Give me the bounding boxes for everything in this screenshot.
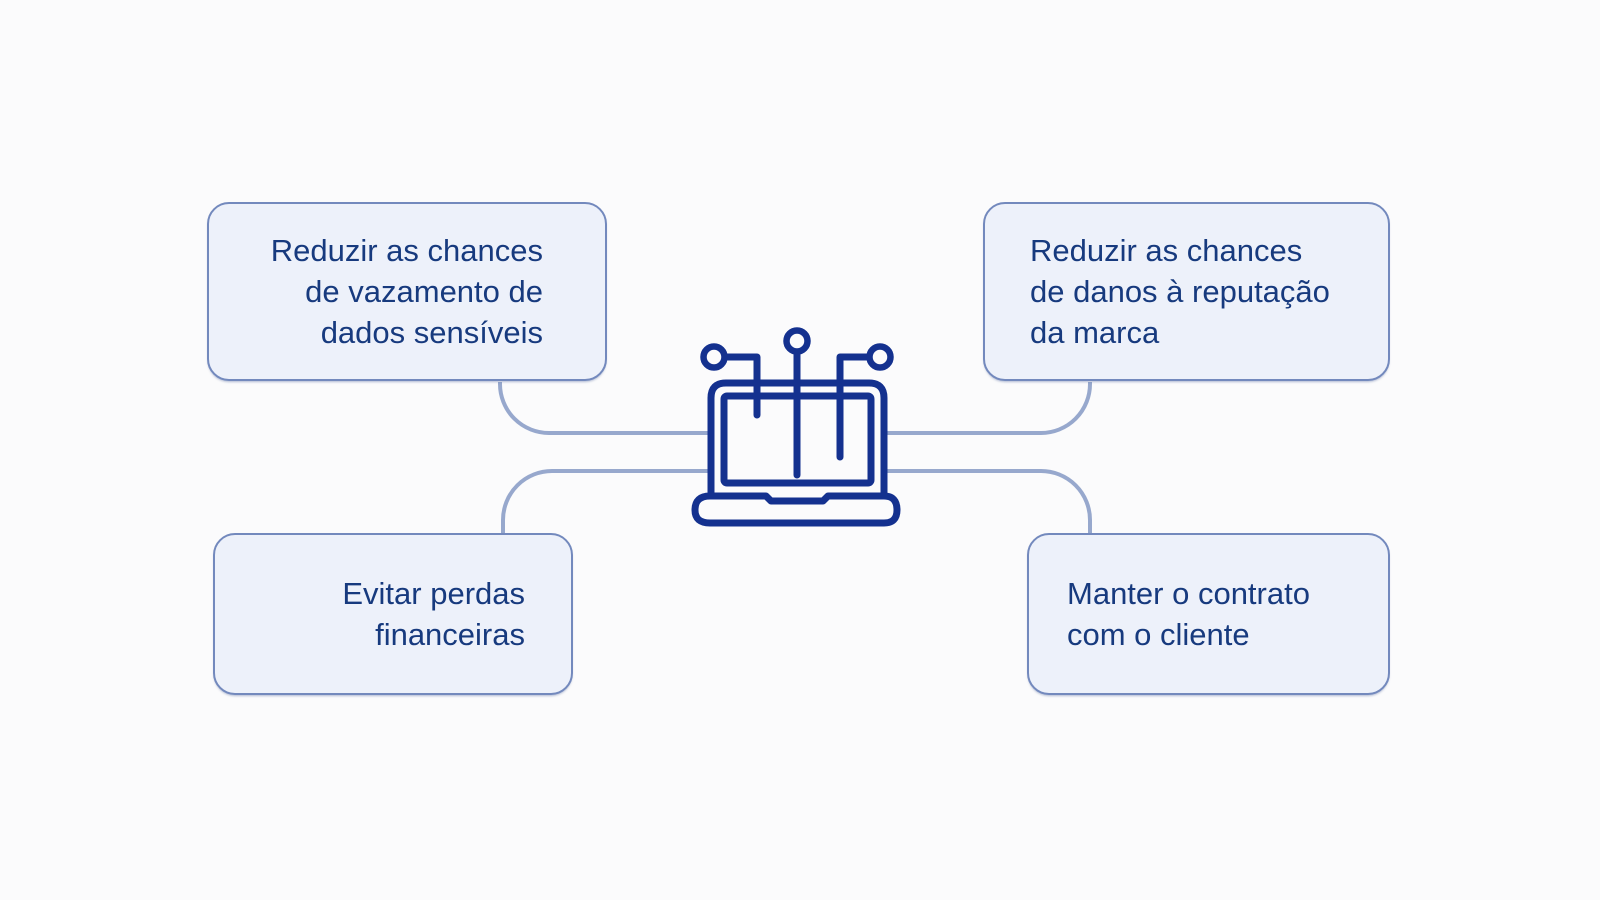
benefit-text-line: dados sensíveis xyxy=(320,315,543,350)
circuit-trace-left xyxy=(721,353,761,419)
circuit-node-left xyxy=(700,343,728,371)
benefit-text-line: Evitar perdas xyxy=(342,576,525,611)
benefit-text-line: de vazamento de xyxy=(305,274,543,309)
circuit-node-right xyxy=(866,343,894,371)
benefit-box-bottom-right: Manter o contrato com o cliente xyxy=(1027,533,1390,695)
benefit-box-top-right: Reduzir as chances de danos à reputação … xyxy=(983,202,1390,381)
circuit-node-center xyxy=(783,327,811,355)
benefit-text-line: da marca xyxy=(1030,315,1160,350)
benefit-box-top-left: Reduzir as chances de vazamento de dados… xyxy=(207,202,607,381)
benefit-text-line: financeiras xyxy=(375,617,525,652)
benefit-text-line: Reduzir as chances xyxy=(270,233,543,268)
laptop-circuit-icon xyxy=(691,327,901,527)
benefit-text-line: de danos à reputação xyxy=(1030,274,1330,309)
laptop-base xyxy=(691,492,901,527)
benefit-text-line: com o cliente xyxy=(1067,617,1250,652)
benefit-text-line: Reduzir as chances xyxy=(1030,233,1303,268)
benefit-box-bottom-left: Evitar perdas financeiras xyxy=(213,533,573,695)
connector-top-right xyxy=(880,382,1092,435)
connector-bottom-left xyxy=(501,469,715,534)
connector-bottom-right xyxy=(880,469,1092,534)
benefit-text-line: Manter o contrato xyxy=(1067,576,1310,611)
circuit-trace-right xyxy=(836,353,873,461)
connector-top-left xyxy=(498,382,715,435)
